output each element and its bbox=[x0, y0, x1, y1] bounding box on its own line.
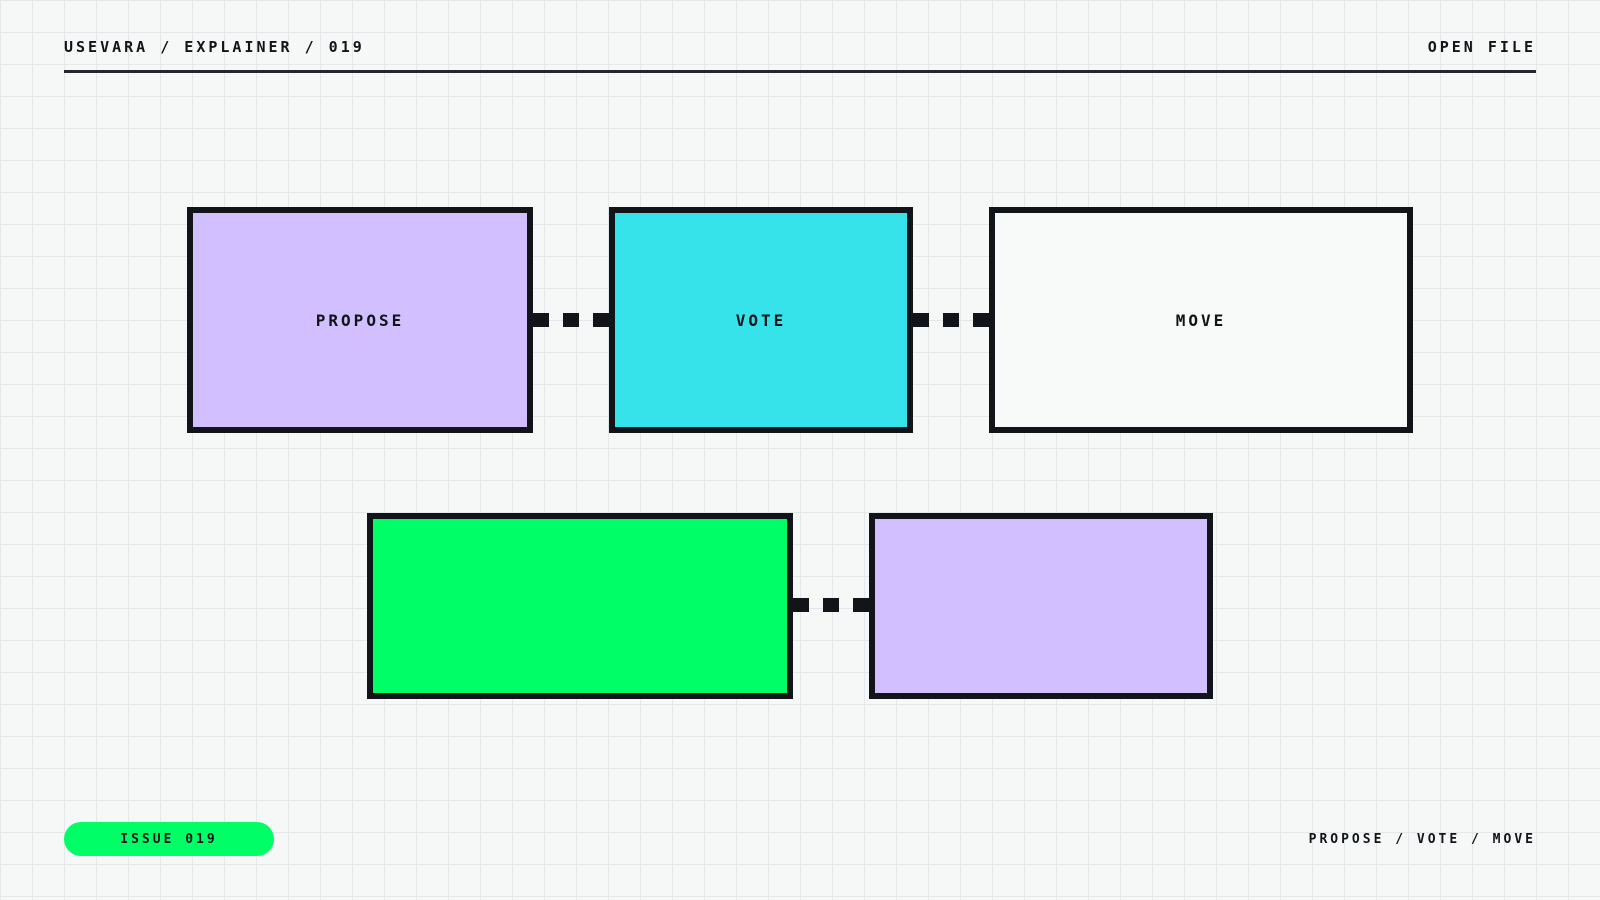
lavender-block bbox=[869, 513, 1213, 699]
propose-node: PROPOSE bbox=[187, 207, 533, 433]
vote-node-label: VOTE bbox=[735, 310, 787, 330]
green-block bbox=[367, 513, 793, 699]
breadcrumb: USEVARA / EXPLAINER / 019 bbox=[64, 38, 365, 56]
vote-node: VOTE bbox=[609, 207, 913, 433]
connector-green-lavender bbox=[793, 598, 869, 612]
propose-node-label: PROPOSE bbox=[315, 310, 405, 330]
issue-badge: ISSUE 019 bbox=[64, 822, 274, 856]
header-divider bbox=[64, 70, 1536, 73]
connector-dash bbox=[943, 313, 959, 327]
move-node-label: MOVE bbox=[1175, 310, 1227, 330]
connector-dash bbox=[823, 598, 839, 612]
connector-dash bbox=[793, 598, 809, 612]
connector-propose-vote bbox=[533, 313, 609, 327]
move-node: MOVE bbox=[989, 207, 1413, 433]
connector-dash bbox=[853, 598, 869, 612]
steps-caption: PROPOSE / VOTE / MOVE bbox=[1308, 832, 1536, 847]
connector-dash bbox=[533, 313, 549, 327]
connector-dash bbox=[563, 313, 579, 327]
connector-dash bbox=[913, 313, 929, 327]
connector-dash bbox=[973, 313, 989, 327]
connector-vote-move bbox=[913, 313, 989, 327]
open-file-link[interactable]: OPEN FILE bbox=[1427, 38, 1536, 56]
connector-dash bbox=[593, 313, 609, 327]
